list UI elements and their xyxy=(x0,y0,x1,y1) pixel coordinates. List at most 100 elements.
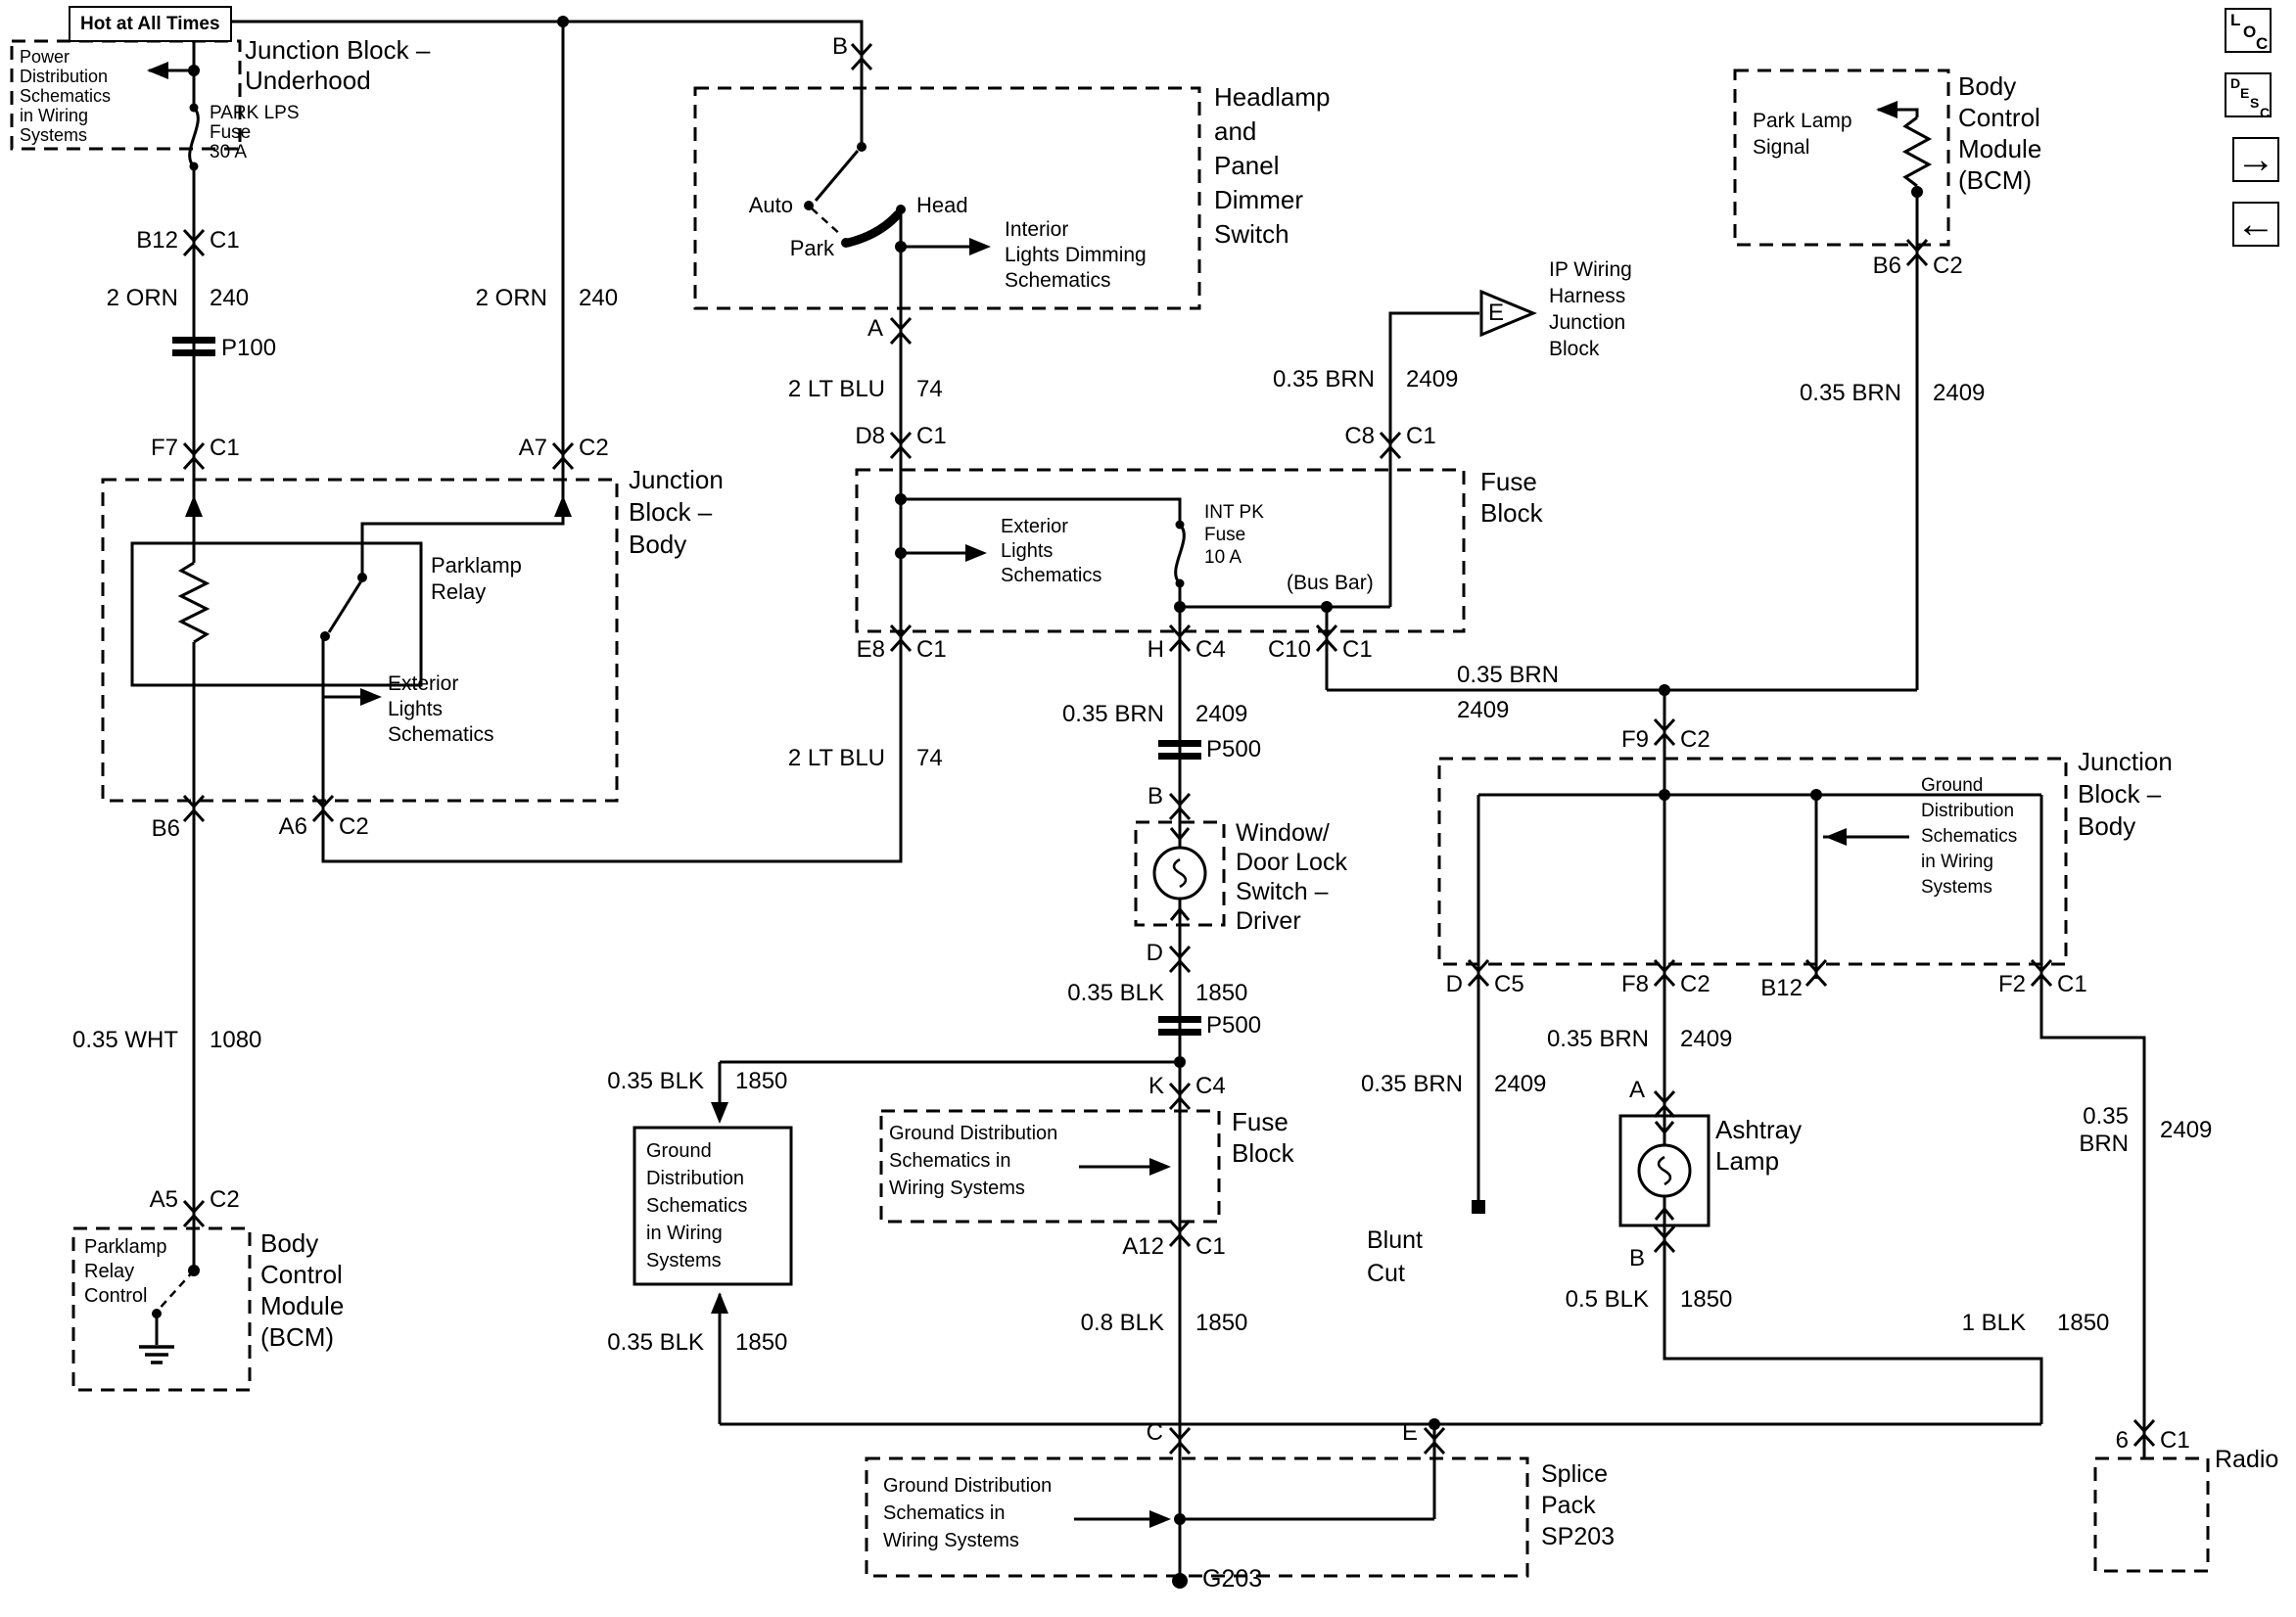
connector-6-c1-radio-left: 6 xyxy=(2115,1427,2129,1454)
connector-d-c5-left: D xyxy=(1445,971,1463,997)
wire-05blk-1850-right: 1850 xyxy=(1680,1286,1733,1313)
btn-loc-letter: C xyxy=(2256,34,2269,53)
radio-label: Radio xyxy=(2215,1446,2279,1473)
btn-desc-letter: S xyxy=(2250,95,2260,111)
connector-c10-c1-right: C1 xyxy=(1342,636,1373,663)
g203-label: G203 xyxy=(1202,1565,1263,1593)
connector-b12-c1-right: C1 xyxy=(210,227,240,254)
wire-08blk-1850-left: 0.8 BLK xyxy=(1080,1310,1164,1336)
btn-loc-letter: O xyxy=(2243,23,2257,41)
connector-c8-c1-left: C8 xyxy=(1344,423,1375,449)
btn-desc-letter: E xyxy=(2240,85,2250,101)
fuse-block-2-box xyxy=(879,1109,1221,1224)
wire-035brn-2409-h-left: 0.35 BRN xyxy=(1061,701,1164,727)
radio-box xyxy=(2093,1456,2210,1573)
wire-035brn-2409-blunt-left: 0.35 BRN xyxy=(1360,1071,1463,1097)
wire-2orn-240-mid-left: 2 ORN xyxy=(475,285,547,311)
ground-distribution-box xyxy=(633,1126,793,1286)
wire-2orn-240-left-left: 2 ORN xyxy=(106,285,178,311)
terminal-c-splice-label: C xyxy=(1146,1419,1163,1446)
wire-2ltblu-74-top-left: 2 LT BLU xyxy=(787,376,885,402)
b6-connector-label: B6 xyxy=(151,815,180,842)
wire-035blk-1850-lower-left: 0.35 BLK xyxy=(607,1329,704,1356)
bus-bar-label: (Bus Bar) xyxy=(1287,572,1374,594)
wires xyxy=(149,20,2146,1574)
connector-k-c4-right: C4 xyxy=(1195,1073,1226,1099)
wire-2orn-240-left-right: 240 xyxy=(210,285,250,311)
connector-a12-c1-right: C1 xyxy=(1195,1233,1226,1260)
p100-label: P100 xyxy=(221,335,277,361)
junction-block-body-right-box xyxy=(1437,757,2068,966)
connector-f7-c1-left: F7 xyxy=(150,435,178,461)
connector-f9-c2-left: F9 xyxy=(1620,726,1649,753)
wire-035brn-2409-radio-right: 2409 xyxy=(2160,1117,2213,1143)
connector-a7-c2-left: A7 xyxy=(518,435,547,461)
bcm-parklamp-relay-control-box xyxy=(71,1226,252,1392)
connector-c10-c1-left: C10 xyxy=(1267,636,1311,663)
hot-at-all-times-label: Hot at All Times xyxy=(69,6,232,42)
connector-b6-c2-bcm-left: B6 xyxy=(1872,253,1901,279)
btn-loc-letter: L xyxy=(2230,11,2241,29)
back-button[interactable]: ← xyxy=(2232,202,2279,247)
connector-f9-c2-right: C2 xyxy=(1680,726,1710,753)
wire-035brn-2409-c8-right: 2409 xyxy=(1406,366,1459,393)
wire-2ltblu-74-top-right: 74 xyxy=(916,376,943,402)
connector-d-c5-right: C5 xyxy=(1494,971,1524,997)
wire-035brn-2409-bcm-left: 0.35 BRN xyxy=(1799,380,1901,406)
wire-2ltblu-74-bottom-left: 2 LT BLU xyxy=(787,745,885,771)
wire-brn-horizontal-size: 0.35 BRN xyxy=(1457,662,1560,688)
connector-a12-c1-left: A12 xyxy=(1122,1233,1164,1260)
connector-f2-c1-left: F2 xyxy=(1997,971,2026,997)
connector-e8-c1-left: E8 xyxy=(856,636,885,663)
terminal-d-window-label: D xyxy=(1146,940,1163,966)
headlamp-dimmer-switch-box xyxy=(693,86,1201,310)
forward-button[interactable]: → xyxy=(2232,137,2279,182)
g203-ground-icon xyxy=(1172,1573,1188,1589)
wire-08blk-1850-right: 1850 xyxy=(1195,1310,1248,1336)
junction-block-underhood-label: Junction Block –Underhood xyxy=(245,35,431,95)
connector-k-c4-left: K xyxy=(1148,1073,1164,1099)
connector-f7-c1-right: C1 xyxy=(210,435,240,461)
connector-e8-c1-right: C1 xyxy=(916,636,947,663)
connector-a5-c2-right: C2 xyxy=(210,1186,240,1213)
wire-1blk-1850-right: 1850 xyxy=(2057,1310,2110,1336)
ip-harness-e-label: E xyxy=(1488,300,1505,326)
connector-a6-c2-left: A6 xyxy=(278,813,307,840)
p500-b-label: P500 xyxy=(1206,1012,1262,1039)
wire-035brn-2409-bcm-right: 2409 xyxy=(1933,380,1986,406)
junction-block-body-left-box xyxy=(101,478,619,803)
wire-2orn-240-mid-right: 240 xyxy=(579,285,619,311)
wire-1blk-1850-left: 1 BLK xyxy=(1961,1310,2026,1336)
wire-05blk-1850-left: 0.5 BLK xyxy=(1565,1286,1649,1313)
auto-position-label: Auto xyxy=(748,193,793,217)
connector-h-c4-left: H xyxy=(1147,636,1164,663)
wire-035brn-2409-ashtray-right: 2409 xyxy=(1680,1026,1733,1052)
back-arrow-icon: ← xyxy=(2236,203,2275,246)
terminal-e-splice-label: E xyxy=(1401,1419,1418,1446)
wire-035brn-2409-h-right: 2409 xyxy=(1195,701,1248,727)
ip-harness-triangle-icon xyxy=(1479,289,1537,338)
wire-035blk-1850-upper-right: 1850 xyxy=(735,1068,788,1094)
connector-b6-c2-bcm-right: C2 xyxy=(1933,253,1963,279)
wire-035brn-2409-blunt-right: 2409 xyxy=(1494,1071,1547,1097)
terminal-b-ashtray-label: B xyxy=(1628,1245,1645,1271)
